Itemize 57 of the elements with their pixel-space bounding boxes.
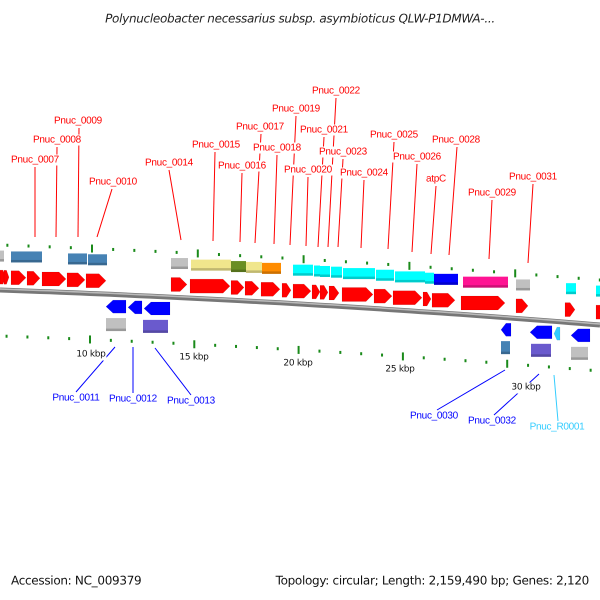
gene-label: Pnuc_0029 xyxy=(467,188,517,198)
leader-line xyxy=(554,374,558,422)
gene-label: Pnuc_0032 xyxy=(467,416,517,426)
gene-label: Pnuc_0024 xyxy=(339,168,389,178)
gene-label: Pnuc_0019 xyxy=(271,104,321,114)
leader-line xyxy=(240,172,242,242)
leader-line xyxy=(360,180,364,248)
accession-label: Accession: NC_009379 xyxy=(10,576,142,586)
gene-label: Pnuc_0017 xyxy=(235,122,285,132)
leader-line xyxy=(488,200,492,260)
leader-line xyxy=(132,346,134,394)
scale-label: 30 kbp xyxy=(510,382,542,394)
leader-line xyxy=(412,164,418,252)
leader-line xyxy=(154,348,192,396)
leader-line xyxy=(34,166,36,238)
gene-label: Pnuc_0010 xyxy=(88,176,138,188)
leader-line xyxy=(430,186,436,254)
gene-label: Pnuc_0028 xyxy=(431,134,481,146)
gene-label: Pnuc_0031 xyxy=(508,172,558,182)
gene-label: Pnuc_0008 xyxy=(32,134,82,146)
gene-label: Pnuc_0011 xyxy=(51,392,101,404)
gene-label: atpC xyxy=(425,174,447,184)
leader-line xyxy=(436,370,506,410)
gene-label: Pnuc_0015 xyxy=(191,140,241,150)
gene-label: Pnuc_0030 xyxy=(409,410,459,422)
scale-label: 10 kbp xyxy=(75,350,107,360)
leader-line xyxy=(528,184,534,264)
gene-label: Pnuc_R0001 xyxy=(528,422,586,432)
leader-line xyxy=(338,158,344,248)
gene-label: Pnuc_0007 xyxy=(10,154,60,166)
gene-label: Pnuc_0025 xyxy=(369,130,419,140)
leader-line xyxy=(76,346,116,392)
gene-label: Pnuc_0022 xyxy=(311,86,361,96)
gene-label: Pnuc_0013 xyxy=(166,396,216,406)
leader-line xyxy=(306,176,308,246)
gene-label: Pnuc_0026 xyxy=(392,152,442,162)
scale-label: 25 kbp xyxy=(384,364,416,376)
leader-line xyxy=(274,154,278,244)
gene-label: Pnuc_0009 xyxy=(53,116,103,126)
leader-line xyxy=(96,188,112,238)
gene-label: Pnuc_0020 xyxy=(283,164,333,176)
gene-label: Pnuc_0018 xyxy=(252,142,302,154)
leader-line xyxy=(78,128,80,238)
leader-line xyxy=(56,146,58,238)
gene-label: Pnuc_0014 xyxy=(144,158,194,168)
topology-label: Topology: circular; Length: 2,159,490 bp; Genes: 2,120 xyxy=(274,576,590,586)
scale-label: 15 kbp xyxy=(178,352,210,364)
gene-label: Pnuc_0023 xyxy=(318,146,368,158)
gene-label: Pnuc_0021 xyxy=(299,124,349,136)
leader-line xyxy=(448,146,458,256)
map-title: Polynucleobacter necessarius subsp. asymbioticus QLW-P1DMWA-... xyxy=(104,14,496,24)
scale-label: 20 kbp xyxy=(282,358,314,370)
gene-label: Pnuc_0012 xyxy=(108,394,158,404)
leader-line xyxy=(212,152,216,242)
leader-line xyxy=(168,170,182,240)
gene-label: Pnuc_0016 xyxy=(217,160,267,172)
leader-line xyxy=(388,142,394,250)
